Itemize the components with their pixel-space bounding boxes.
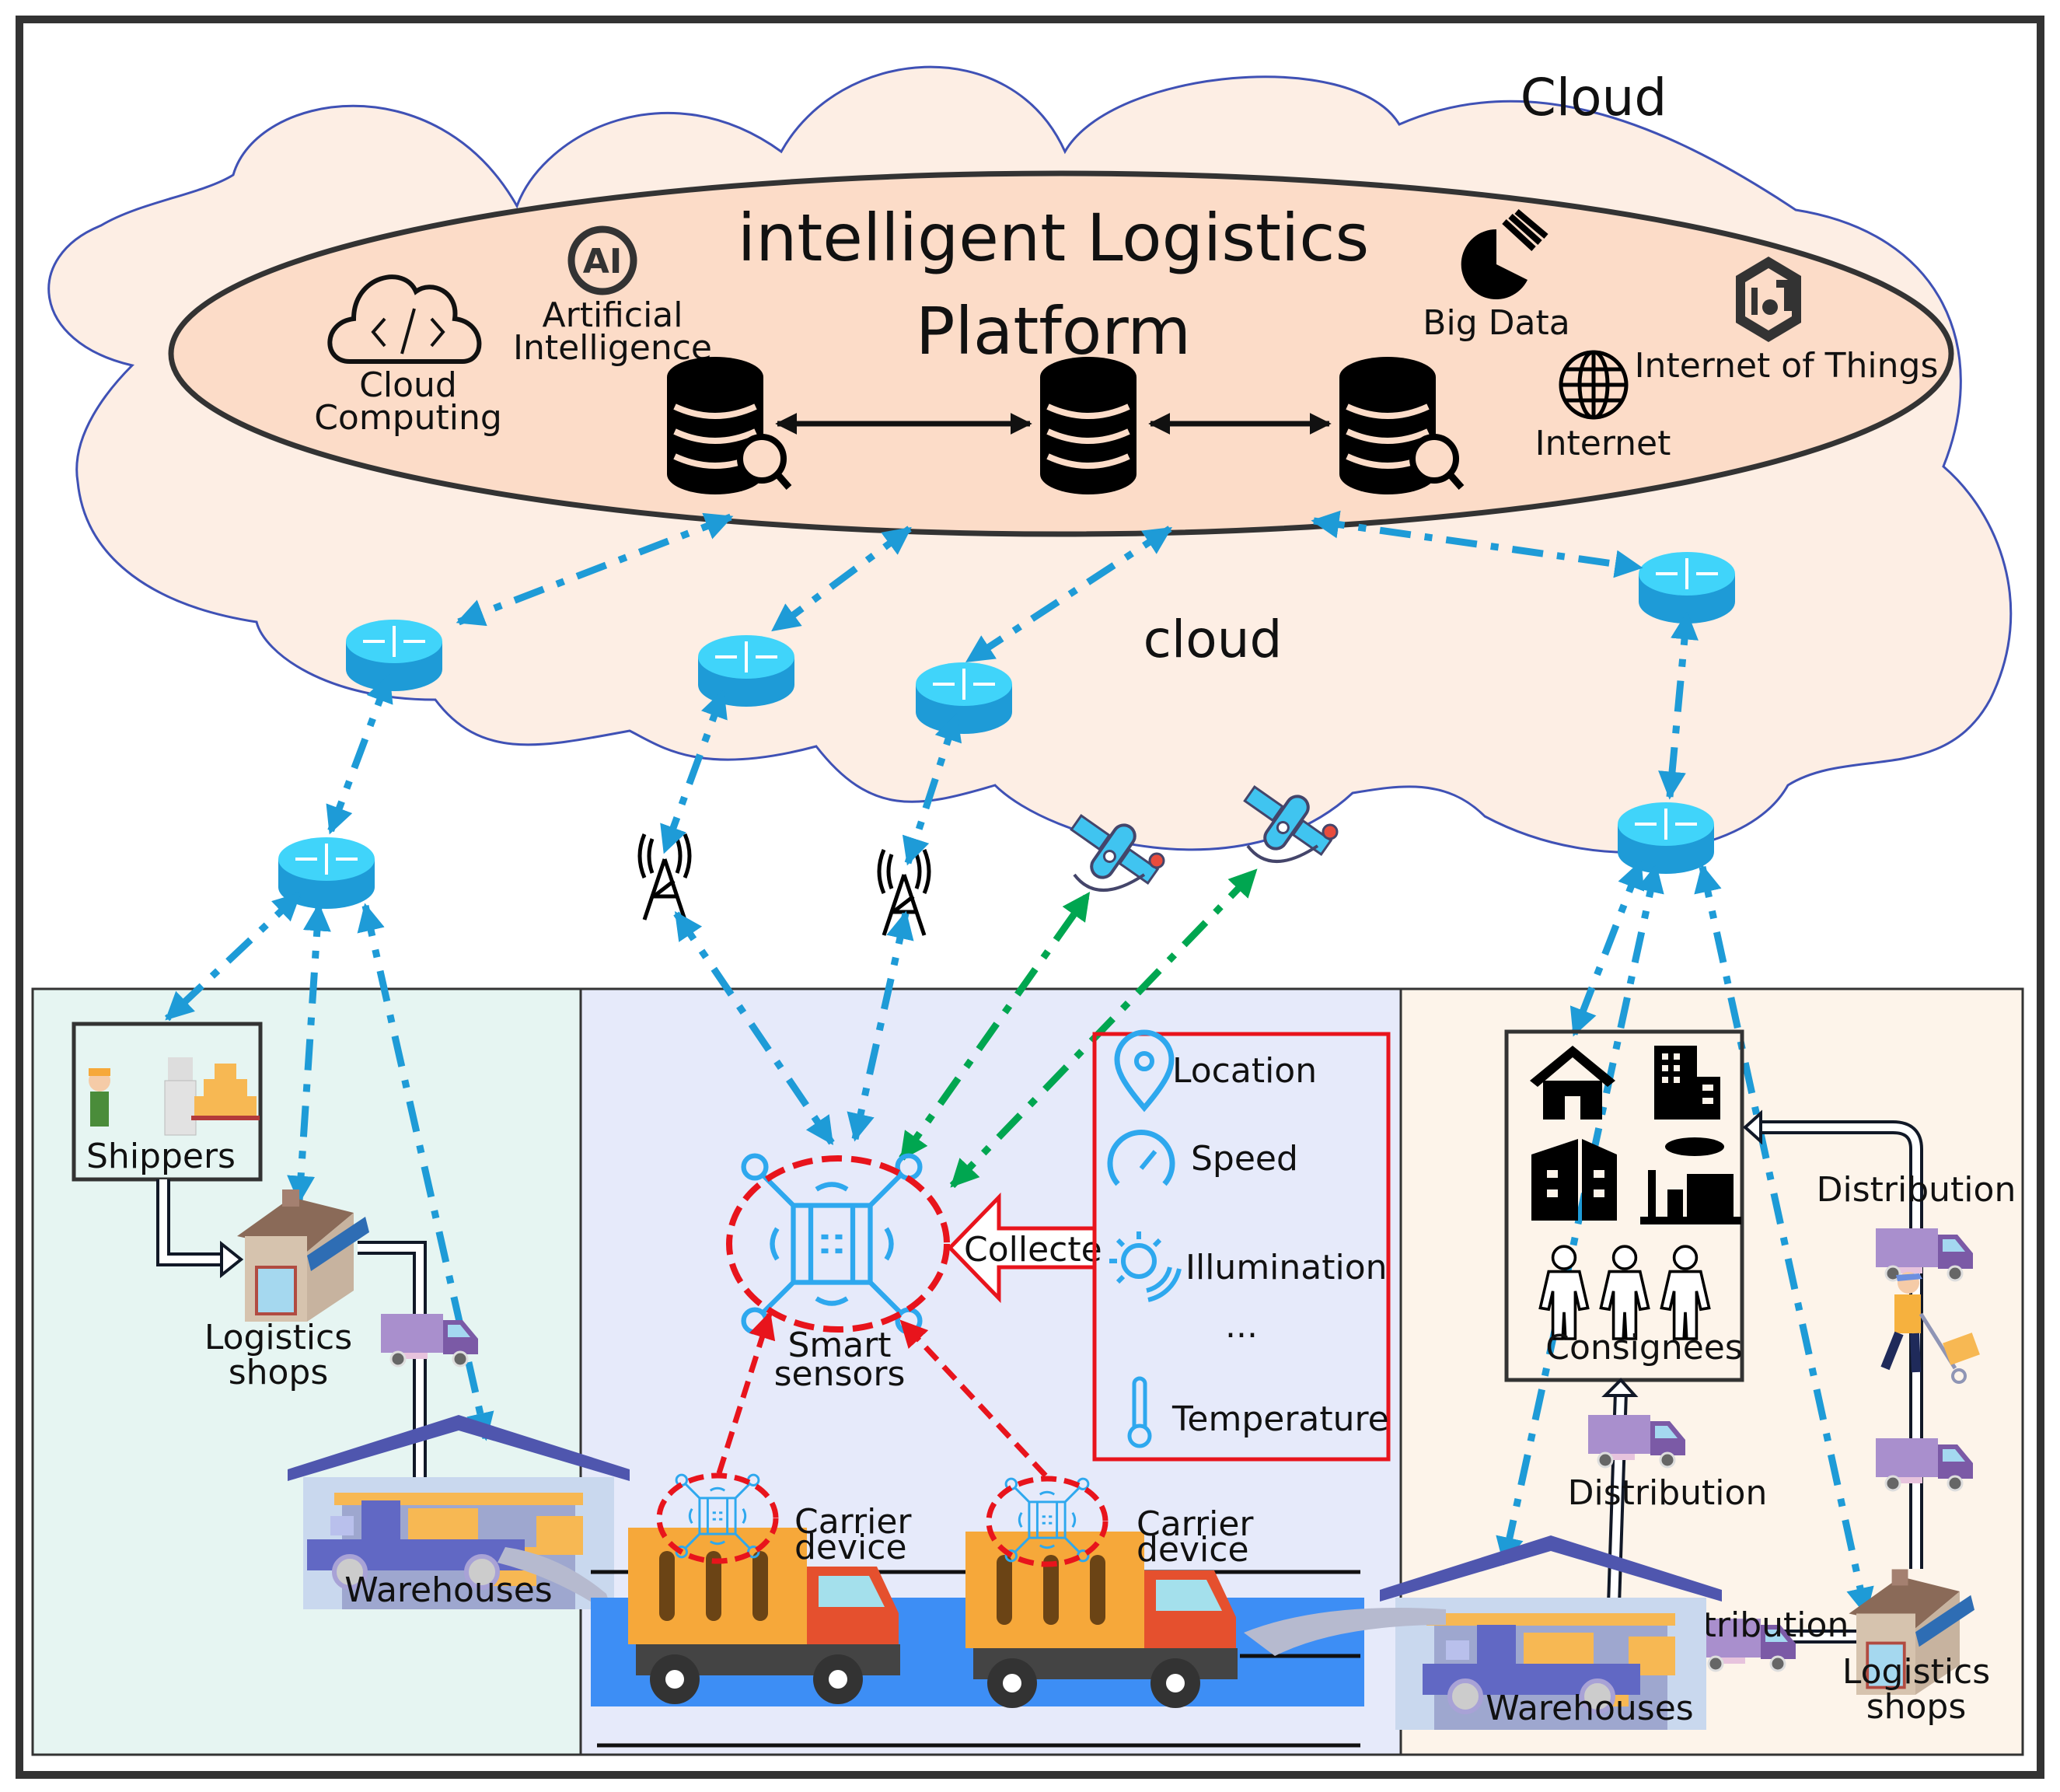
sensor-data-illumination: Illumination	[1185, 1248, 1388, 1287]
sensor-data-temperature: Temperature	[1171, 1399, 1389, 1439]
collect-label: Collecte	[964, 1230, 1102, 1270]
boxes-pallet-icon	[191, 1064, 260, 1120]
conveyor-right	[1244, 1608, 1446, 1656]
tech-label-cloud-line2: Computing	[314, 398, 502, 438]
platform-title-line1: intelligent Logistics	[738, 200, 1369, 276]
distribution-label-mid: Distribution	[1568, 1473, 1768, 1513]
factory-icon	[1640, 1137, 1741, 1224]
smart-sensors-label-line2: sensors	[774, 1354, 906, 1394]
shippers-label: Shippers	[86, 1137, 236, 1176]
iot-icon	[1736, 257, 1801, 342]
network-links	[164, 510, 1874, 1616]
speedometer-icon	[1107, 1130, 1175, 1186]
consignees-label: Consignees	[1545, 1328, 1743, 1368]
cloud-label-top: Cloud	[1521, 68, 1667, 128]
office-building-icon	[1654, 1046, 1720, 1120]
smart-sensors-label-line1: Smart	[787, 1326, 891, 1365]
logistics-shops-label-right-line2: shops	[1866, 1687, 1967, 1727]
warehouses-label-left: Warehouses	[344, 1570, 552, 1610]
carrier-device-label-line2: device	[794, 1528, 907, 1567]
sensor-data-location: Location	[1172, 1051, 1317, 1091]
courier-person-icon	[89, 1068, 110, 1127]
platform-title-line2: Platform	[916, 293, 1191, 369]
apartment-building-icon	[1531, 1139, 1617, 1221]
distribution-label-top: Distribution	[1817, 1170, 2016, 1210]
database-search-icon-right	[1339, 357, 1465, 494]
router-icon	[1616, 801, 1716, 875]
businessman-icon	[164, 1057, 197, 1136]
carrier-sensor-ring	[986, 1476, 1109, 1567]
carrier-device-label-line2: device	[1136, 1530, 1249, 1570]
tech-label-cloud-line1: Cloud	[359, 365, 457, 405]
tech-label-bigdata: Big Data	[1423, 303, 1569, 343]
globe-icon	[1559, 350, 1629, 420]
database-icon-center	[1040, 357, 1136, 494]
router-icon	[914, 661, 1014, 735]
carrier-device-label-line1: Carrier	[794, 1502, 912, 1542]
carrier-to-sensor-links	[716, 1311, 1048, 1478]
sensor-data-ellipsis: ...	[1225, 1306, 1258, 1346]
conveyor-left	[498, 1547, 614, 1617]
tech-label-ai-line2: Intelligence	[513, 328, 712, 368]
tech-label-iot: Internet of Things	[1635, 346, 1939, 386]
cloud-code-icon	[327, 274, 482, 364]
sun-icon	[1109, 1231, 1182, 1302]
tech-label-internet: Internet	[1535, 424, 1671, 463]
carrier-sensor-ring	[656, 1472, 779, 1564]
satellite-links	[899, 868, 1259, 1189]
thermometer-icon	[1127, 1376, 1152, 1448]
consignees-box	[1504, 1029, 1744, 1382]
logistics-shops-label-line2: shops	[229, 1353, 329, 1392]
warehouses-label-right: Warehouses	[1486, 1689, 1693, 1728]
logistics-shops-label-right-line1: Logistics	[1842, 1652, 1990, 1692]
courier-with-cart-icon	[1880, 1272, 1980, 1384]
router-icon	[1637, 550, 1737, 625]
sensor-data-speed: Speed	[1191, 1139, 1298, 1179]
sensor-data-box	[1092, 1032, 1391, 1462]
carrier-device-label-line1: Carrier	[1136, 1504, 1254, 1544]
collect-arrow	[947, 1192, 1095, 1304]
location-pin-icon	[1114, 1029, 1175, 1113]
logistics-shops-label-line1: Logistics	[204, 1318, 352, 1357]
router-icon	[697, 634, 796, 708]
cloud-label-bottom: cloud	[1143, 610, 1283, 669]
tech-label-ai-line1: Artificial	[543, 295, 683, 335]
database-search-icon-left	[667, 357, 792, 494]
router-icon	[344, 618, 444, 693]
house-icon	[1530, 1046, 1615, 1120]
pie-chart-icon	[1461, 208, 1548, 299]
ai-icon: AI	[567, 225, 637, 295]
smart-sensor-ring	[726, 1155, 950, 1333]
svg-text:AI: AI	[583, 242, 622, 281]
